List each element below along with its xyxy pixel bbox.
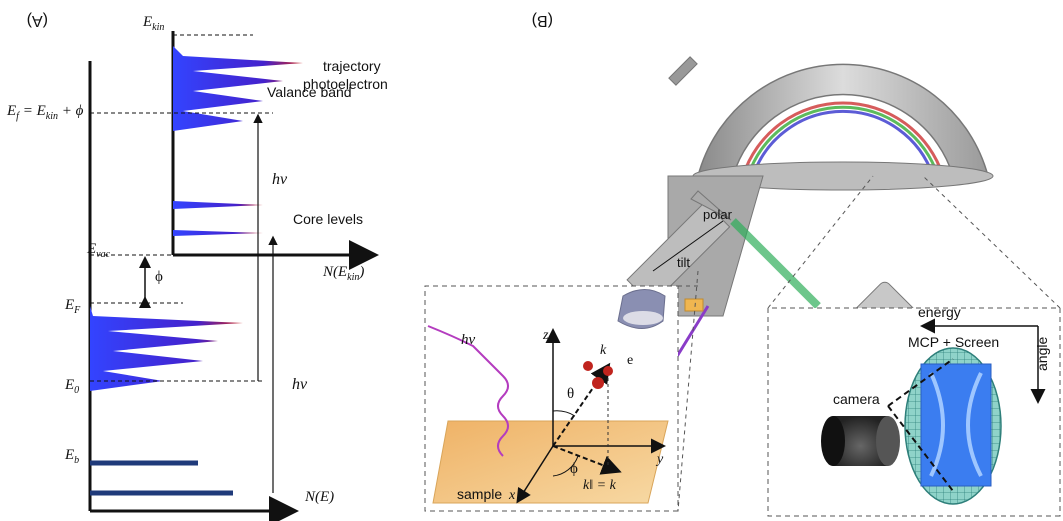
- e-vac-label: Evac: [86, 241, 111, 260]
- valence-band-right: [90, 306, 243, 391]
- camera-ray-1: [887, 405, 954, 492]
- k-parallel-label: k‖ = k: [583, 478, 617, 493]
- zoom-connector: [677, 270, 699, 512]
- phosphor-screen: [920, 363, 992, 487]
- theta-arc: [552, 410, 576, 417]
- tilt-label: tilt: [677, 255, 690, 270]
- electron-dot-1: [592, 377, 604, 389]
- sample-zoom-box: sample y z x θ ϕ k‖ = k k e hν: [424, 270, 699, 512]
- n-ekin-label: N(Ekin): [322, 264, 364, 283]
- sample-label: sample: [457, 486, 502, 502]
- foot-detail: [668, 56, 698, 86]
- valence-band-label: Valance band: [267, 84, 352, 100]
- trajectory-pointer: [652, 220, 724, 272]
- electron-dot-3: [603, 366, 613, 376]
- panel-a: (A) N(E) Eb E0 EF ϕ Evac N(Ekin) Core le…: [6, 12, 379, 521]
- e-kin-label: Ekin: [142, 14, 164, 33]
- electron-dot-2: [583, 361, 593, 371]
- lens-cap-top: [623, 311, 663, 325]
- n-e-label: N(E): [304, 489, 334, 505]
- hv-label-b: hν: [461, 332, 476, 348]
- k-parallel-line: [552, 445, 622, 475]
- angle-label: angle: [1034, 337, 1050, 371]
- photoelectron-line2: trajectory: [323, 58, 381, 74]
- equation-label: Ef = Ekin + ϕ: [6, 103, 84, 122]
- k-vector-label: k: [600, 343, 607, 358]
- electron-label: e: [627, 353, 633, 368]
- valence-band-left: [173, 46, 303, 131]
- detector-connector-1: [922, 175, 1061, 309]
- camera-lens: [876, 416, 900, 466]
- z-axis-label: z: [542, 328, 549, 343]
- detector-connector-2: [767, 175, 874, 309]
- x-axis-line: [516, 445, 554, 504]
- sample-chip: [684, 298, 704, 312]
- mcp-screen-label: MCP + Screen: [908, 334, 999, 350]
- x-axis-label: x: [508, 488, 516, 503]
- core-levels-label: Core levels: [293, 211, 363, 227]
- phi-label: ϕ: [570, 461, 578, 477]
- polar-label: polar: [703, 207, 733, 222]
- photon-wave: [427, 325, 509, 457]
- photoelectron-line1: photoelectron: [303, 76, 388, 92]
- y-axis-label: y: [655, 452, 664, 467]
- trajectory-green: [746, 105, 940, 177]
- camera-back: [821, 416, 845, 466]
- hemisphere-shell: [697, 63, 989, 177]
- camera-label: camera: [833, 391, 880, 407]
- camera-ray-2: [887, 358, 954, 407]
- e-0-label: E0: [64, 377, 79, 396]
- electron-beam: [730, 218, 821, 309]
- panel-b-tag: (B): [532, 12, 553, 29]
- hv-bottom-label: hν: [272, 171, 288, 188]
- detector-zoom-box: camera MCP + Screen angle energy: [767, 175, 1061, 517]
- e-b-label: Eb: [64, 447, 79, 466]
- core-peak-1: [173, 230, 263, 236]
- dispersion-image: [929, 372, 983, 477]
- panel-b: (B) tilt polar e photoelectron trajector…: [303, 12, 1061, 517]
- phi-arc: [552, 455, 579, 477]
- panel-a-tag: (A): [27, 12, 48, 29]
- core-peak-2: [173, 201, 263, 209]
- sample-plane: [432, 420, 669, 504]
- theta-label: θ: [567, 386, 574, 402]
- e-f-label: EF: [64, 297, 81, 316]
- hv-top-label: hν: [292, 376, 308, 393]
- energy-label: energy: [918, 304, 961, 320]
- trajectory-red: [741, 101, 945, 177]
- lens-tip: [690, 190, 732, 221]
- trajectory-blue: [751, 109, 935, 177]
- phi-label-a: ϕ: [155, 269, 163, 285]
